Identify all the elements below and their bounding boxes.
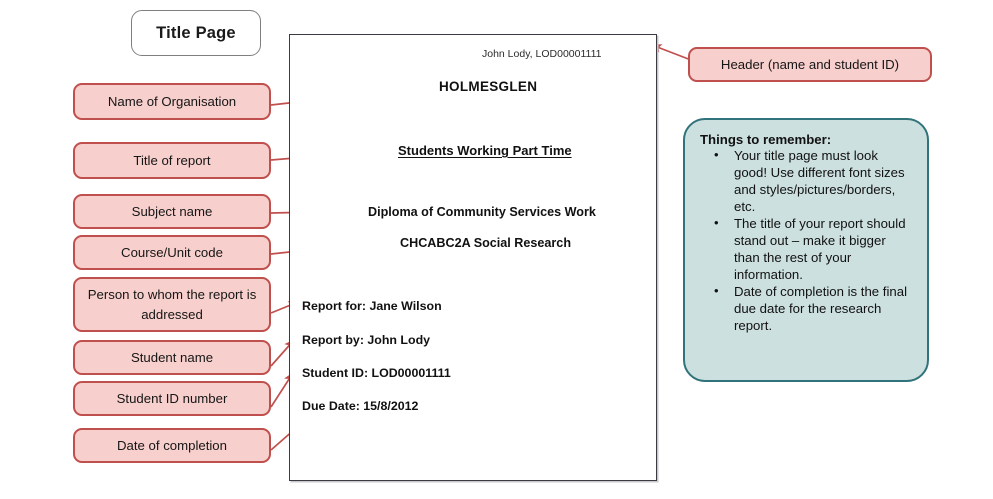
remember-item: Your title page must look good! Use diff… xyxy=(714,147,913,216)
callout-title-of-report[interactable]: Title of report xyxy=(73,142,271,179)
document-student-id: Student ID: LOD00001111 xyxy=(302,366,451,380)
remember-item: The title of your report should stand ou… xyxy=(714,215,913,284)
callout-label: Student ID number xyxy=(116,390,228,406)
document-header-text: John Lody, LOD00001111 xyxy=(482,48,602,60)
arrow-header-callout xyxy=(651,44,692,61)
callout-person-addressed[interactable]: Person to whom the report is addressed xyxy=(73,277,271,332)
document-due-date: Due Date: 15/8/2012 xyxy=(302,399,419,413)
callout-student-id-number[interactable]: Student ID number xyxy=(73,381,271,416)
callout-name-of-organisation[interactable]: Name of Organisation xyxy=(73,83,271,120)
callout-course-unit-code[interactable]: Course/Unit code xyxy=(73,235,271,270)
document-report-by: Report by: John Lody xyxy=(302,333,431,347)
callout-header-name-student-id[interactable]: Header (name and student ID) xyxy=(688,47,932,82)
things-to-remember-title: Things to remember: xyxy=(700,132,832,147)
callout-subject-name[interactable]: Subject name xyxy=(73,194,271,229)
things-to-remember-list: Your title page must look good! Use diff… xyxy=(700,147,913,335)
callout-label: Course/Unit code xyxy=(121,244,223,260)
document-report-title: Students Working Part Time xyxy=(398,143,572,158)
remember-item: Date of completion is the final due date… xyxy=(714,283,913,335)
document-subject: Diploma of Community Services Work xyxy=(368,205,596,219)
things-to-remember-box: Things to remember: Your title page must… xyxy=(683,118,929,382)
document-unit-code: CHCABC2A Social Research xyxy=(400,236,572,250)
callout-label: Student name xyxy=(130,349,214,365)
callout-label: Person to whom the report is addressed xyxy=(87,287,257,322)
callout-label: Date of completion xyxy=(117,437,227,453)
document-report-for: Report for: Jane Wilson xyxy=(302,299,442,313)
title-page-tag-label: Title Page xyxy=(156,23,236,42)
callout-label: Name of Organisation xyxy=(107,93,237,109)
callout-date-of-completion[interactable]: Date of completion xyxy=(73,428,271,463)
callout-label: Header (name and student ID) xyxy=(720,56,900,72)
callout-student-name[interactable]: Student name xyxy=(73,340,271,375)
document-organisation: HOLMESGLEN xyxy=(439,79,538,94)
callout-label: Title of report xyxy=(133,152,211,168)
document-page: John Lody, LOD00001111 HOLMESGLEN Studen… xyxy=(289,34,657,481)
callout-label: Subject name xyxy=(131,203,213,219)
title-page-tag: Title Page xyxy=(131,10,261,56)
